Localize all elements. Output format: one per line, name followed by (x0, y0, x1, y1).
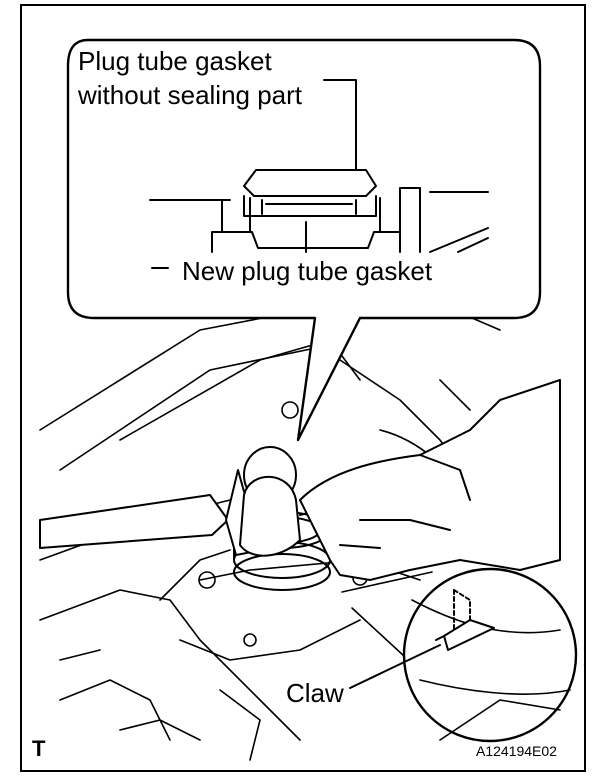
top-callout (66, 38, 542, 442)
claw-magnifier (341, 567, 578, 743)
plug-tube-gasket-label: Plug tube gasket without sealing part (78, 44, 302, 112)
plug-tube-gasket-label-line1: Plug tube gasket (78, 46, 272, 76)
plug-tube-gasket-label-line2: without sealing part (78, 80, 303, 110)
figure-code: A124194E02 (476, 743, 557, 759)
hand (299, 379, 561, 581)
new-plug-tube-gasket-label: New plug tube gasket (180, 256, 435, 286)
hammer (39, 446, 301, 557)
claw-label: Claw (284, 678, 346, 708)
view-marker: T (32, 736, 46, 761)
